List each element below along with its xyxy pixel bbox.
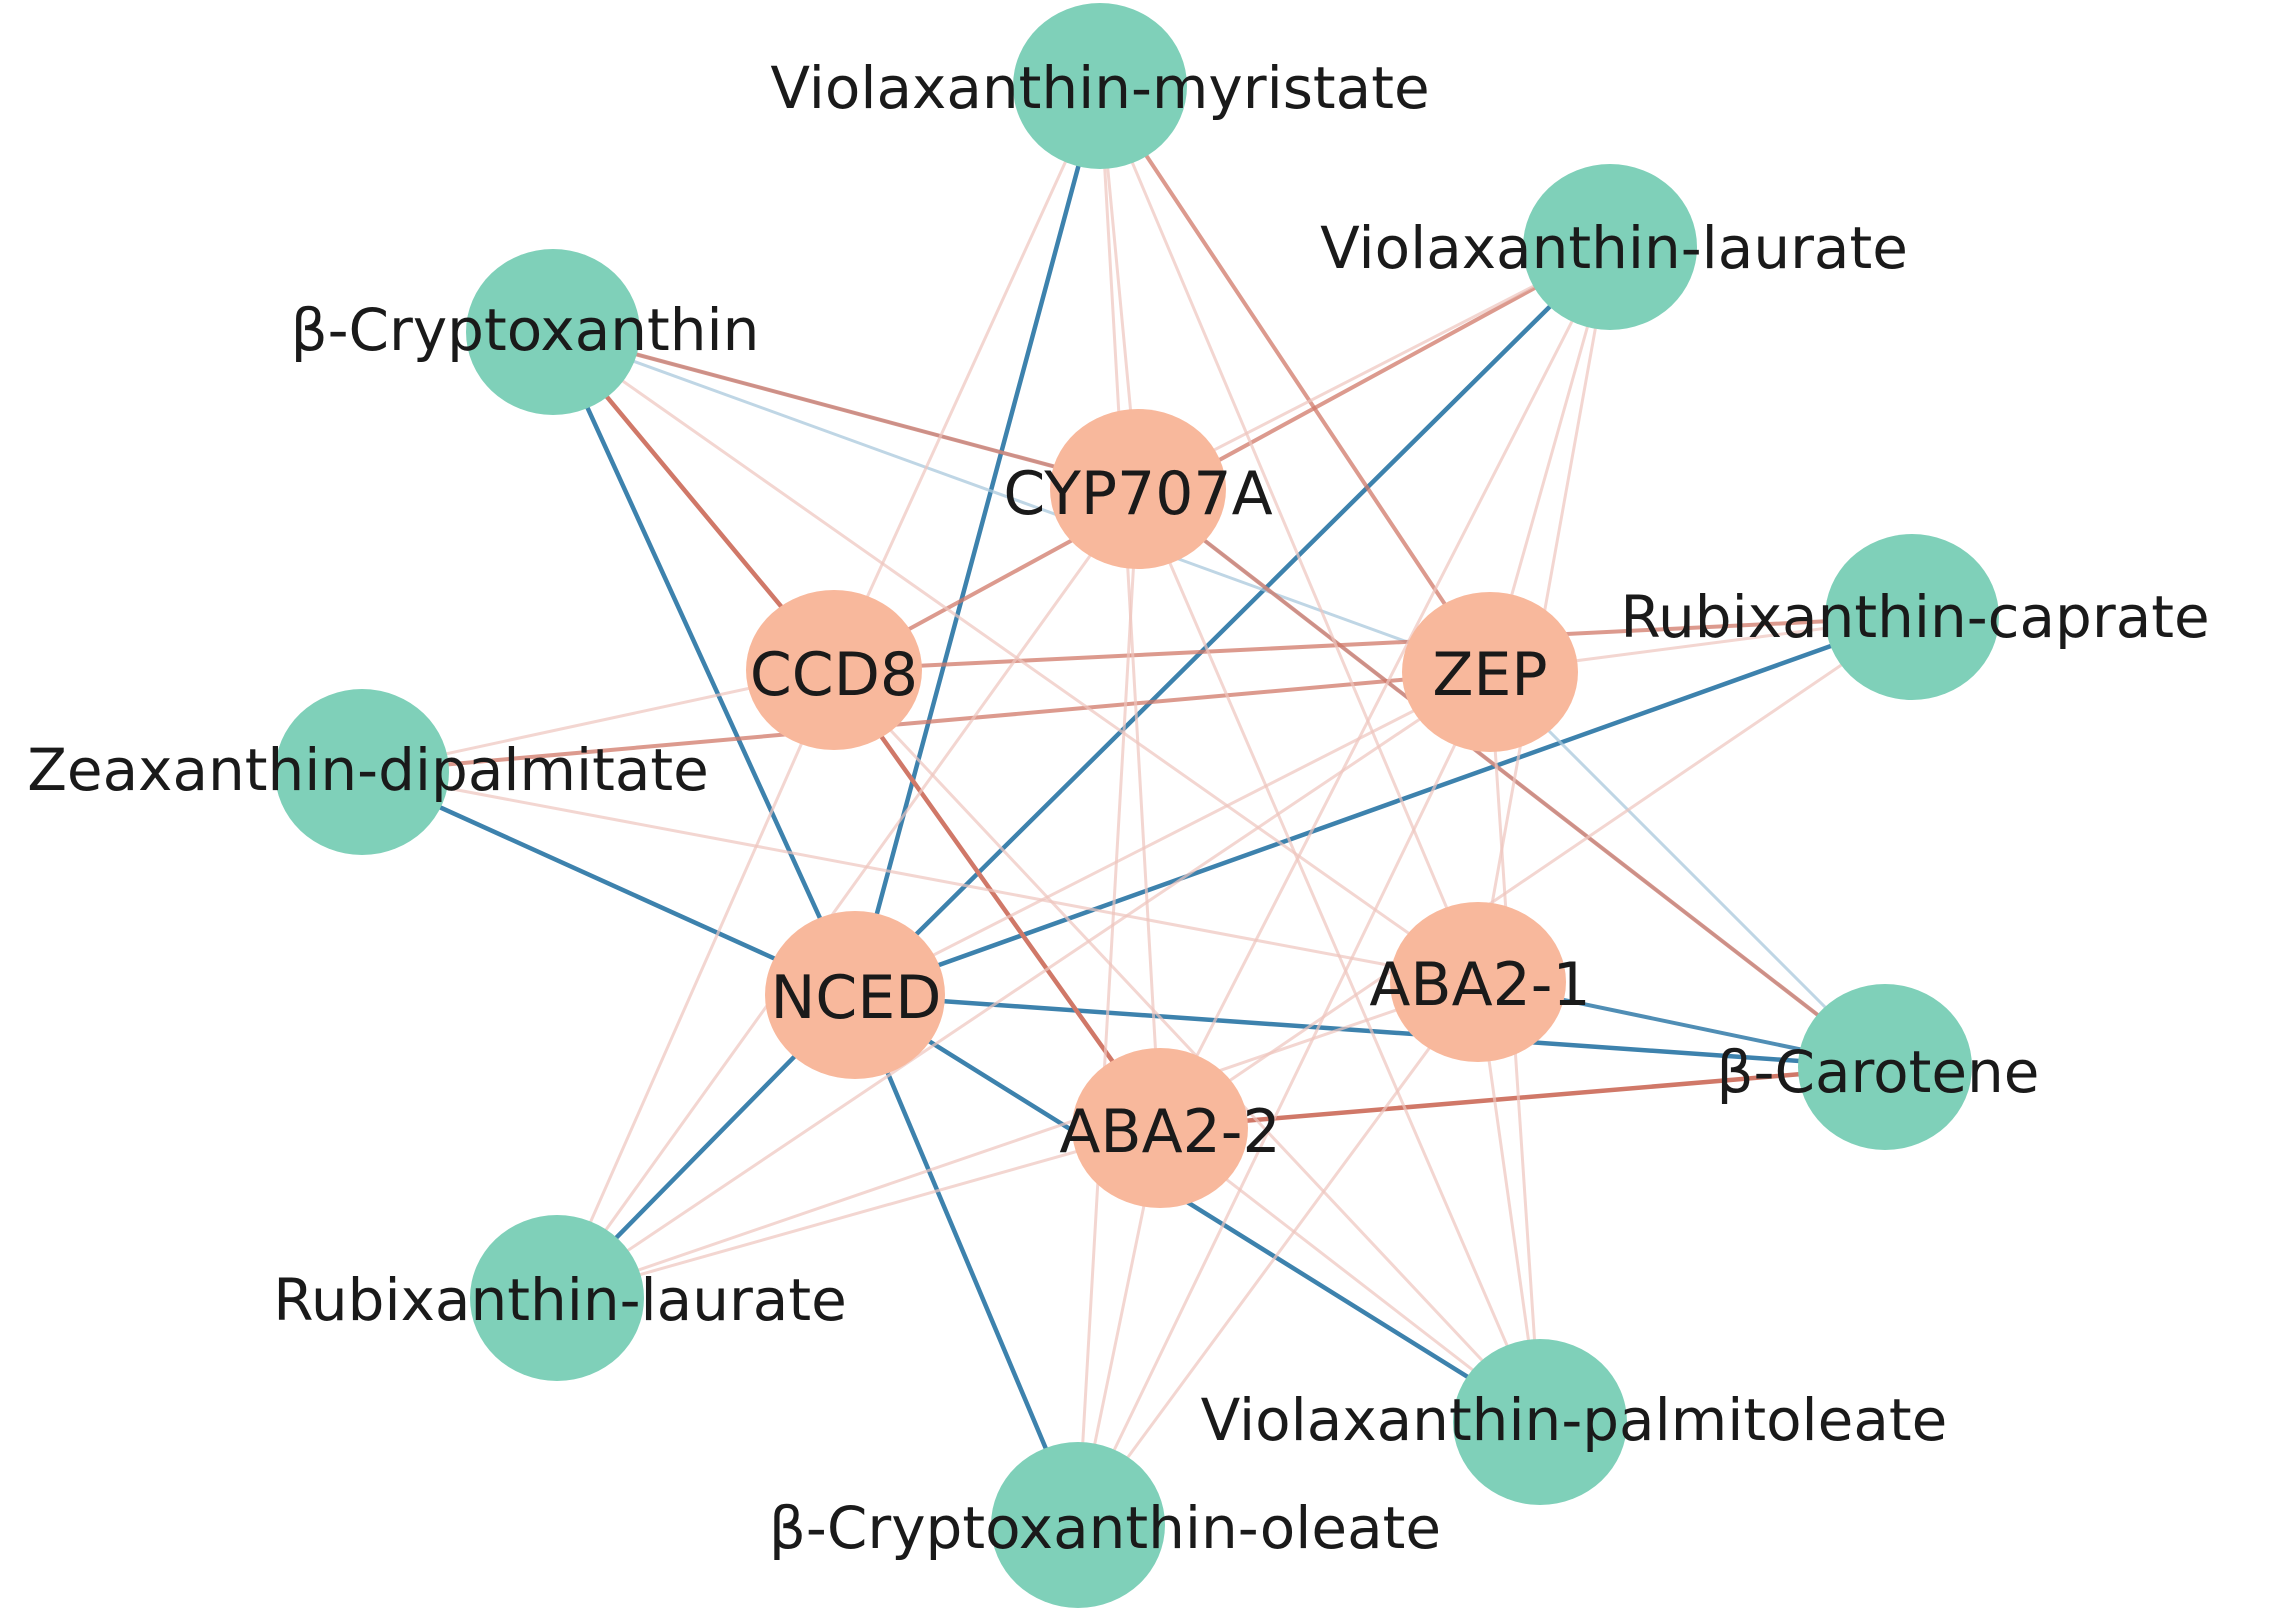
labels-layer: Violaxanthin-myristateViolaxanthin-laura… [27, 54, 2210, 1562]
edges-layer [359, 83, 1915, 1528]
edge-zep-beta-carotene [1488, 670, 1887, 1069]
metabolite-node-violaxanthin-myristate[interactable] [1013, 3, 1187, 169]
gene-node-zep[interactable] [1402, 592, 1578, 752]
edge-ccd8-violaxanthin-palmitoleate [832, 668, 1542, 1424]
gene-node-cyp707a[interactable] [1050, 409, 1226, 569]
gene-label-ccd8: CCD8 [750, 640, 918, 710]
edge-zep-beta-cryptoxanthin [551, 330, 1492, 674]
edge-nced-violaxanthin-palmitoleate [852, 992, 1543, 1425]
edge-aba2-1-beta-cryptoxanthin [551, 330, 1480, 984]
metabolite-label-violaxanthin-laurate: Violaxanthin-laurate [1320, 214, 1908, 282]
nodes-layer [275, 3, 1999, 1608]
edge-aba2-1-zeaxanthin-dipalmitate [360, 770, 1480, 984]
gene-label-cyp707a: CYP707A [1003, 459, 1272, 529]
gene-node-aba2-2[interactable] [1072, 1048, 1248, 1208]
edge-nced-ZEP [853, 670, 1492, 997]
gene-node-aba2-1[interactable] [1390, 902, 1566, 1062]
gene-node-ccd8[interactable] [746, 590, 922, 750]
edge-nced-zeaxanthin-dipalmitate [359, 769, 858, 998]
edge-zep-beta-cryptoxanthin-oleate [1076, 670, 1492, 1527]
edge-aba2-2-violaxanthin-myristate [1098, 84, 1162, 1130]
metabolite-node-beta-cryptoxanthin-oleate[interactable] [991, 1442, 1165, 1608]
edge-nced-rubixanthin-caprate [852, 614, 1915, 998]
metabolite-node-violaxanthin-palmitoleate[interactable] [1453, 1339, 1627, 1505]
edge-aba2-1-violaxanthin-myristate [1098, 84, 1480, 984]
edge-cyp707a-beta-cryptoxanthin [551, 330, 1140, 491]
metabolite-label-beta-cryptoxanthin-oleate: β-Cryptoxanthin-oleate [769, 1494, 1441, 1562]
edge-aba2-2-rubixanthin-caprate [1158, 615, 1914, 1130]
metabolite-label-violaxanthin-myristate: Violaxanthin-myristate [770, 54, 1429, 122]
edge-nced-beta-cryptoxanthin [550, 329, 858, 998]
metabolite-label-violaxanthin-palmitoleate: Violaxanthin-palmitoleate [1201, 1386, 1948, 1454]
metabolite-node-rubixanthin-caprate[interactable] [1825, 534, 1999, 700]
edge-ccd8-rubixanthin-laurate [555, 668, 836, 1300]
edge-aba2-1-rubixanthin-laurate [555, 980, 1480, 1300]
edge-zep-zeaxanthin-dipalmitate [360, 670, 1492, 774]
edge-nced-beta-cryptoxanthin-oleate [852, 992, 1081, 1528]
edge-cyp707a-violaxanthin-laurate [1136, 245, 1612, 491]
gene-label-aba2-1: ABA2-1 [1369, 950, 1590, 1020]
metabolite-label-rubixanthin-caprate: Rubixanthin-caprate [1620, 583, 2209, 651]
edge-aba2-1-beta-cryptoxanthin-oleate [1076, 980, 1480, 1527]
metabolite-node-beta-cryptoxanthin[interactable] [466, 249, 640, 415]
edge-ccd8-violaxanthin-myristate [832, 84, 1102, 672]
edge-ccd8-violaxanthin-laurate [832, 245, 1612, 672]
gene-label-aba2-2: ABA2-2 [1059, 1097, 1280, 1167]
metabolite-node-rubixanthin-laurate[interactable] [470, 1215, 644, 1381]
metabolite-label-beta-cryptoxanthin: β-Cryptoxanthin [291, 296, 760, 364]
edge-zep-violaxanthin-myristate [1098, 84, 1492, 674]
metabolite-label-rubixanthin-laurate: Rubixanthin-laurate [273, 1266, 847, 1334]
edge-cyp707a-rubixanthin-laurate [555, 487, 1140, 1300]
edge-aba2-2-beta-carotene [1157, 1064, 1888, 1131]
metabolite-label-beta-carotene: β-Carotene [1717, 1038, 2040, 1106]
metabolite-label-zeaxanthin-dipalmitate: Zeaxanthin-dipalmitate [27, 736, 709, 804]
metabolite-node-zeaxanthin-dipalmitate[interactable] [275, 689, 449, 855]
metabolite-node-beta-carotene[interactable] [1798, 984, 1972, 1150]
gene-label-nced: NCED [771, 963, 942, 1033]
edge-nced-violaxanthin-laurate [852, 244, 1613, 998]
edge-aba2-2-violaxanthin-laurate [1158, 245, 1612, 1130]
gene-label-zep: ZEP [1432, 640, 1547, 710]
edge-cyp707a-beta-carotene [1136, 487, 1887, 1069]
edge-nced-violaxanthin-myristate [852, 83, 1103, 998]
metabolite-node-violaxanthin-laurate[interactable] [1523, 164, 1697, 330]
edge-cyp707a-beta-cryptoxanthin-oleate [1076, 487, 1140, 1527]
gene-node-nced[interactable] [765, 911, 945, 1079]
edge-aba2-2-rubixanthin-laurate [555, 1126, 1162, 1300]
edge-zep-rubixanthin-laurate [555, 670, 1492, 1300]
